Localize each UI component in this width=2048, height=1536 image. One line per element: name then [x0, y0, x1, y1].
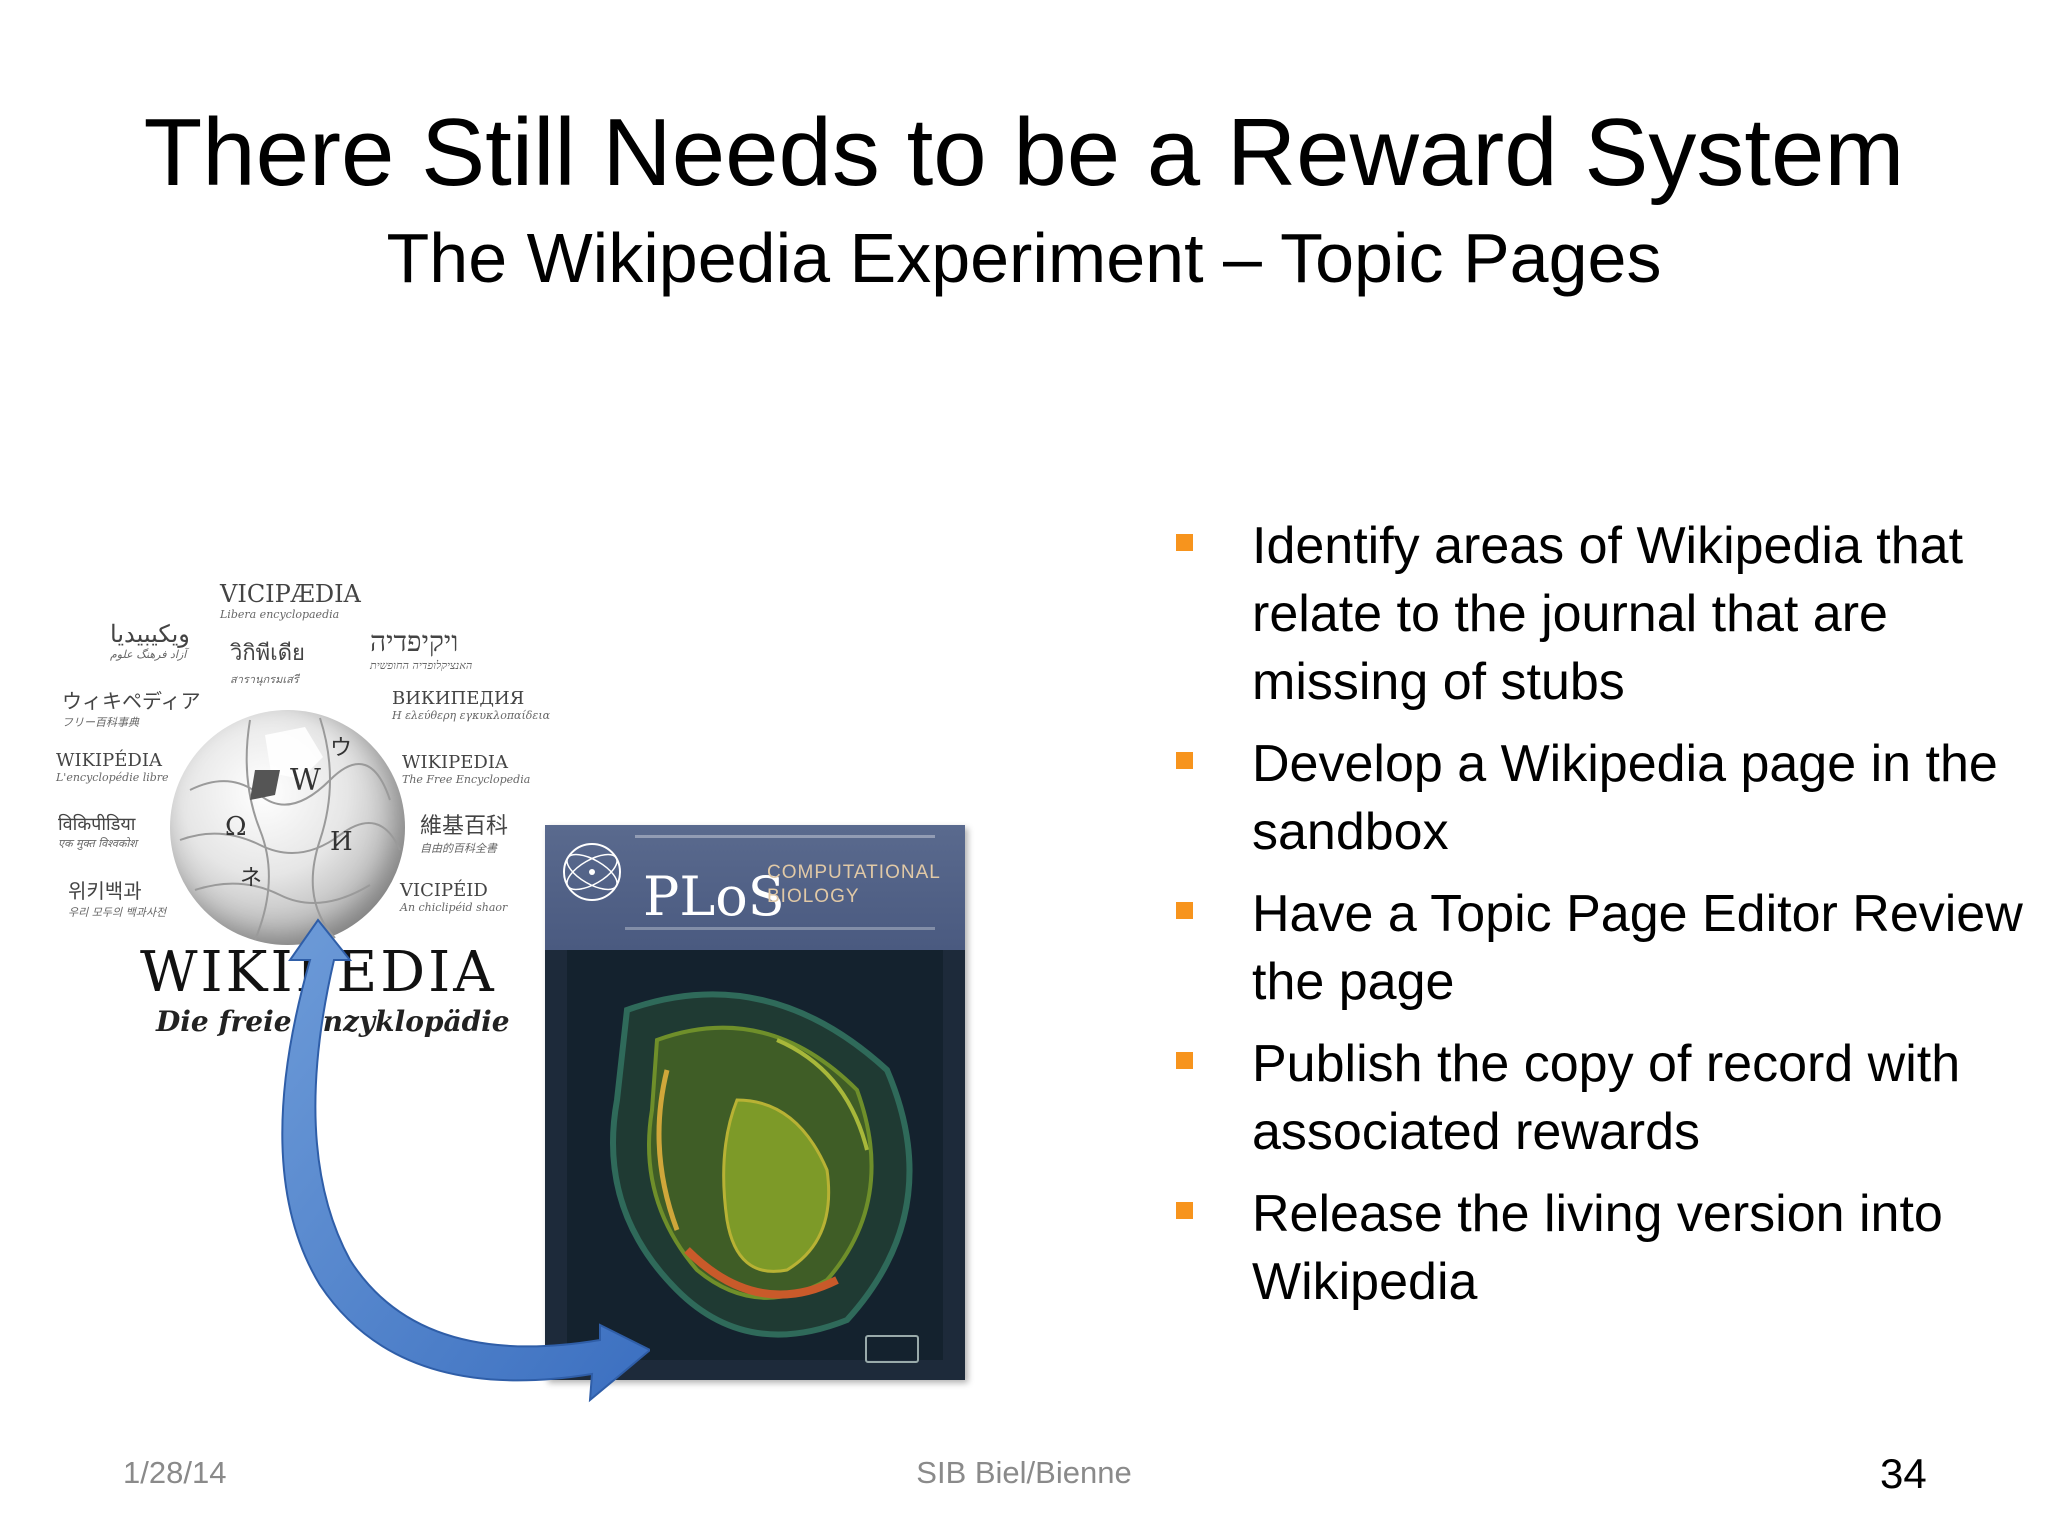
svg-text:ネ: ネ [240, 866, 262, 891]
language-label: VICIPÉID An chiclipéid shaor [400, 880, 508, 914]
bullet-item: Have a Topic Page Editor Review the page [1168, 880, 2028, 1016]
language-label: ويكيبيديا آزاد فرهنگ علوم [110, 620, 190, 661]
footer-date: 1/28/14 [123, 1455, 227, 1490]
journal-cover: PLoS COMPUTATIONAL BIOLOGY [545, 825, 965, 1380]
language-label: WIKIPÉDIA L'encyclopédie libre [56, 750, 169, 784]
bullet-marker [1176, 752, 1193, 769]
language-label: 維基百科 自由的百科全書 [420, 814, 509, 855]
bullet-list: Identify areas of Wikipedia that relate … [1168, 512, 2028, 1330]
slide-title: There Still Needs to be a Reward System [143, 99, 1905, 206]
bullet-item: Release the living version into Wikipedi… [1168, 1180, 2028, 1316]
journal-brand: PLoS [643, 865, 785, 928]
svg-text:W: W [290, 763, 321, 798]
publisher-badge [865, 1335, 919, 1363]
language-label: ウィキペディア フリー百科事典 [62, 689, 201, 729]
wikipedia-globe-icon: W Ω И ネ ウ [170, 710, 405, 945]
svg-text:Ω: Ω [225, 812, 247, 842]
language-label: VICIPÆDIA Libera encyclopaedia [220, 580, 361, 621]
cover-illustration [567, 950, 943, 1360]
language-label: ВИКИПЕДИЯ Η ελεύθερη εγκυκλοπαίδεια [392, 688, 551, 722]
journal-masthead: PLoS COMPUTATIONAL BIOLOGY [545, 825, 965, 950]
bullet-item: Identify areas of Wikipedia that relate … [1168, 512, 2028, 716]
bullet-marker [1176, 1052, 1193, 1069]
slide-subtitle: The Wikipedia Experiment – Topic Pages [386, 219, 1662, 297]
language-label: 위키백과 우리 모두의 백과사전 [68, 879, 167, 919]
plos-emblem-icon [563, 843, 621, 901]
bullet-marker [1176, 902, 1193, 919]
masthead-rule [625, 927, 935, 930]
footer-venue: SIB Biel/Bienne [916, 1455, 1132, 1490]
bullet-item: Publish the copy of record with associat… [1168, 1030, 2028, 1166]
bullet-marker [1176, 1202, 1193, 1219]
masthead-rule [635, 835, 935, 838]
journal-title: COMPUTATIONAL BIOLOGY [767, 862, 941, 907]
language-label: WIKIPEDIA The Free Encyclopedia [402, 752, 531, 786]
bullet-item: Develop a Wikipedia page in the sandbox [1168, 730, 2028, 866]
svg-text:И: И [330, 827, 353, 857]
curved-arrow-icon [281, 918, 650, 1403]
language-label: ויקיפדיה האנציקלופדיה החופשית [370, 625, 473, 672]
wikipedia-tagline: Die freie Enzyklopädie [156, 1005, 510, 1038]
language-label: วิกิพีเดีย สารานุกรมเสรี [230, 641, 305, 686]
page-number: 34 [1880, 1450, 1927, 1497]
wikipedia-logo: VICIPÆDIA Libera encyclopaedia ויקיפדיה … [40, 580, 560, 1040]
svg-text:ウ: ウ [330, 736, 352, 761]
bullet-marker [1176, 534, 1193, 551]
language-label: विकिपीडिया एक मुक्त विश्वकोश [58, 814, 137, 850]
